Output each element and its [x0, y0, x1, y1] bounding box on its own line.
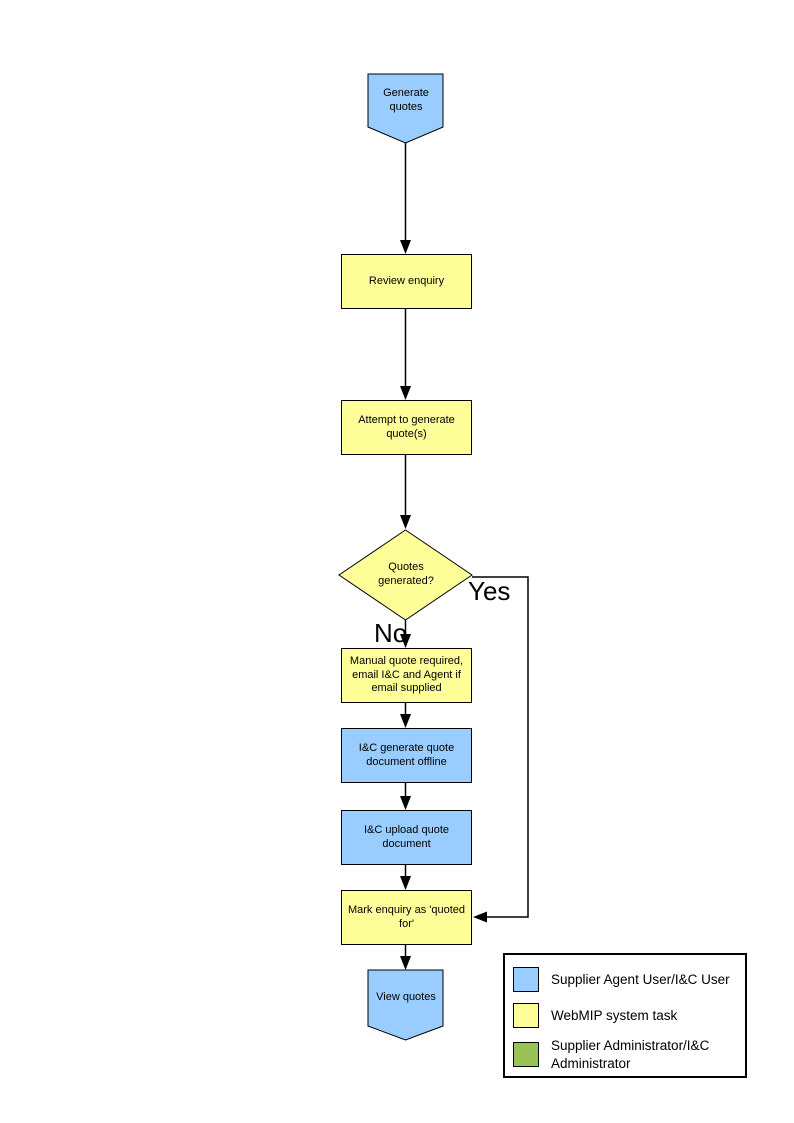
legend-row-supplier-admin: Supplier Administrator/I&C Administrator — [513, 1037, 746, 1072]
arrowhead-offline-upload — [400, 796, 411, 810]
arrowhead-upload-mark — [400, 876, 411, 890]
process-mark-quoted-for: Mark enquiry as 'quoted for' — [341, 890, 472, 945]
legend-label-supplier-agent: Supplier Agent User/I&C User — [551, 971, 730, 987]
connector-decision-mark-yes — [472, 576, 529, 918]
arrowhead-manual-offline — [400, 714, 411, 728]
process-attempt-generate: Attempt to generate quote(s) — [341, 400, 472, 455]
process-manual-quote-required: Manual quote required, email I&C and Age… — [341, 648, 472, 703]
arrowhead-decision-manual — [400, 634, 411, 648]
legend-swatch-yellow — [513, 1003, 539, 1028]
legend-row-supplier-agent: Supplier Agent User/I&C User — [513, 967, 746, 992]
end-terminator-shape — [367, 969, 444, 1041]
legend-swatch-green — [513, 1042, 539, 1068]
branch-label-yes: Yes — [468, 576, 511, 606]
process-ic-upload-quote: I&C upload quote document — [341, 810, 472, 865]
arrowhead-review-attempt — [400, 386, 411, 400]
arrowhead-mark-end — [400, 956, 411, 970]
legend-swatch-blue — [513, 967, 539, 992]
branch-label-no: No — [374, 618, 408, 648]
end-terminator-label: View quotes — [376, 991, 436, 1004]
legend-label-webmip-task: WebMIP system task — [551, 1007, 678, 1023]
legend-row-webmip-task: WebMIP system task — [513, 1003, 746, 1028]
arrowhead-yes-into-mark — [473, 911, 487, 923]
legend-label-supplier-admin: Supplier Administrator/I&C Administrator — [551, 1038, 710, 1071]
arrowhead-attempt-decision — [400, 515, 411, 529]
legend-box: Supplier Agent User/I&C User WebMIP syst… — [503, 953, 747, 1078]
process-ic-generate-offline: I&C generate quote document offline — [341, 728, 472, 783]
start-terminator-shape — [367, 73, 444, 144]
decision-quotes-generated-label: Quotes generated? — [378, 561, 434, 587]
process-review-enquiry: Review enquiry — [341, 254, 472, 309]
start-terminator-label: Generate quotes — [383, 87, 429, 113]
arrowhead-start-review — [400, 240, 411, 254]
